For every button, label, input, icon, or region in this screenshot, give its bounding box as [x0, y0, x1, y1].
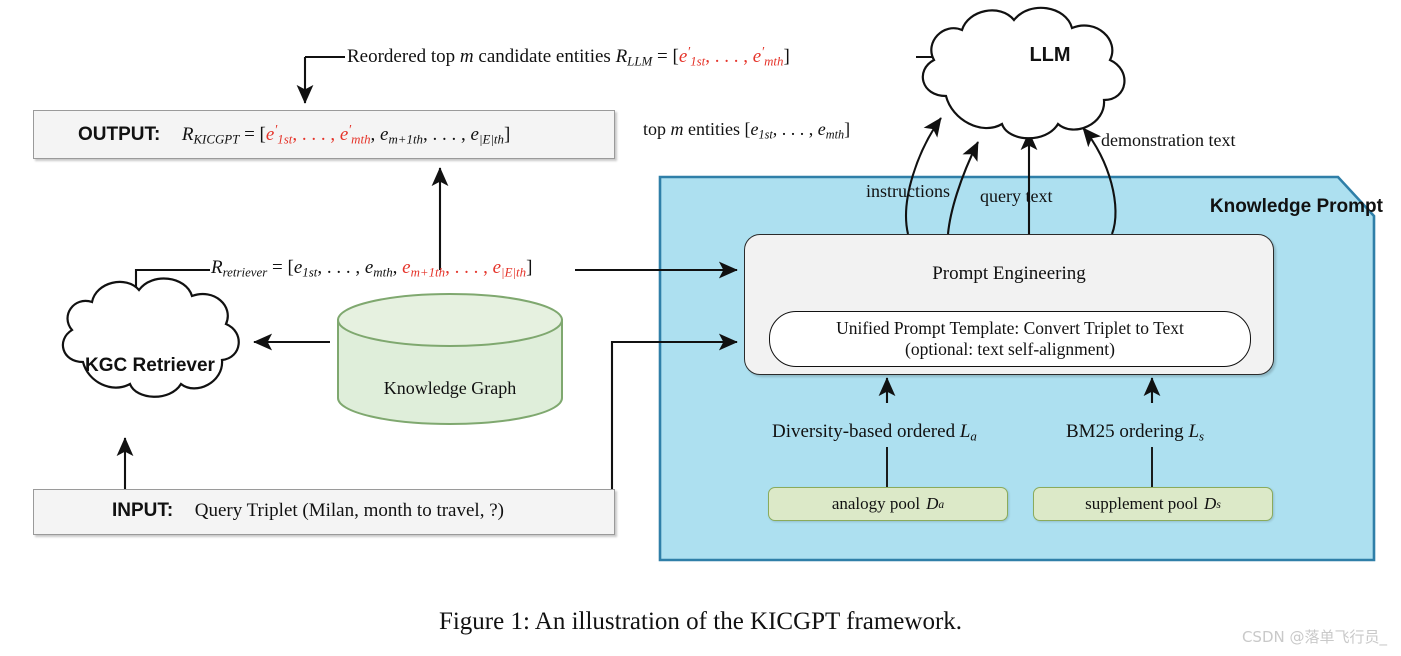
output-box: OUTPUT: RKICGPT = [e′1st, . . . , e′mth,…: [33, 110, 615, 159]
analogy-pool-symbol-sub: a: [938, 497, 945, 511]
output-formula: RKICGPT = [e′1st, . . . , e′mth, em+1th,…: [181, 122, 511, 147]
edge-input-elbow: [610, 333, 738, 490]
input-label: INPUT:: [112, 500, 174, 521]
output-label: OUTPUT:: [78, 123, 161, 145]
llm-cloud: [921, 6, 1126, 140]
edge-top-m-entities: [905, 117, 942, 235]
edge-label-query-text: query text: [980, 186, 1053, 206]
llm-label: LLM: [1029, 44, 1071, 66]
analogy-pool-symbol: D: [926, 494, 939, 513]
unified-prompt-template-line2: (optional: text self-alignment): [905, 339, 1115, 359]
knowledge-graph-label: Knowledge Graph: [383, 378, 517, 398]
input-box: INPUT: Query Triplet (Milan, month to tr…: [33, 489, 615, 535]
edge-label-reordered: Reordered top m candidate entities RLLM …: [347, 44, 790, 69]
edge-label-top-m-entities: top m entities [e1st, . . . , emth]: [643, 119, 851, 142]
unified-prompt-template-line1: Unified Prompt Template: Convert Triplet…: [836, 318, 1184, 338]
knowledge-graph-cylinder: [337, 293, 563, 425]
edge-label-instructions: instructions: [866, 181, 950, 201]
kgc-retriever-label: KGC Retriever: [85, 355, 215, 376]
edge-label-diversity-ordered: Diversity-based ordered La: [772, 421, 977, 444]
analogy-pool-label: analogy pool: [831, 494, 921, 513]
kgc-retriever-cloud: [61, 277, 240, 398]
edge-instructions: [946, 141, 979, 235]
edge-demonstration-text: [1082, 127, 1117, 235]
edge-label-demonstration-text: demonstration text: [1101, 130, 1236, 150]
supplement-pool-symbol: D: [1204, 494, 1217, 513]
knowledge-prompt-label: Knowledge Prompt: [1209, 196, 1383, 217]
supplement-pool-label: supplement pool: [1085, 494, 1199, 513]
input-value: Query Triplet (Milan, month to travel, ?…: [194, 500, 504, 521]
unified-prompt-template-box: Unified Prompt Template: Convert Triplet…: [769, 311, 1251, 367]
figure-caption: Figure 1: An illustration of the KICGPT …: [438, 608, 963, 635]
supplement-pool-symbol-sub: s: [1216, 497, 1221, 511]
csdn-watermark: CSDN @落单飞行员_: [1241, 628, 1387, 646]
prompt-engineering-title: Prompt Engineering: [932, 263, 1086, 284]
prompt-engineering-box: Prompt Engineering Unified Prompt Templa…: [744, 234, 1274, 375]
edge-label-bm25-ordered: BM25 ordering Ls: [1066, 421, 1205, 444]
edge-label-retriever-result: Rretriever = [e1st, . . . , emth, em+1th…: [211, 257, 533, 280]
